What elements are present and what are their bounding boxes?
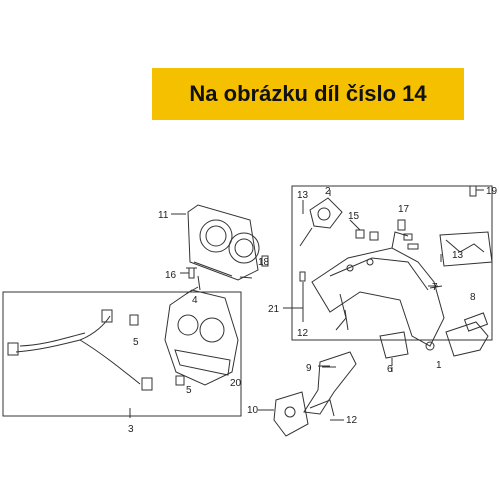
callout-5-upper: 5 — [133, 337, 139, 348]
callout-6: 6 — [387, 364, 393, 375]
callout-9: 9 — [306, 363, 312, 374]
callout-12-lower: 12 — [346, 415, 358, 426]
plate-6 — [379, 331, 409, 366]
callout-4: 4 — [192, 295, 198, 306]
callout-1: 1 — [436, 360, 442, 371]
callout-5-lower: 5 — [186, 385, 192, 396]
bracket-15 — [349, 219, 379, 241]
callout-11: 11 — [158, 210, 169, 221]
motor — [299, 190, 343, 247]
bracket-10 — [258, 391, 344, 437]
callout-16: 16 — [165, 270, 177, 281]
callout-10: 10 — [247, 405, 259, 416]
callout-13-top: 13 — [297, 190, 309, 201]
callout-3: 3 — [128, 424, 134, 435]
callout-12-upper: 12 — [297, 328, 309, 339]
callout-19: 19 — [486, 186, 498, 197]
callout-7: 7 — [432, 282, 438, 293]
part-number-banner: Na obrázku díl číslo 14 — [152, 68, 464, 120]
license-bracket — [439, 185, 493, 267]
callout-15: 15 — [348, 211, 360, 222]
callout-2: 2 — [325, 186, 331, 197]
screw-18 — [261, 255, 269, 267]
meter-cover — [171, 204, 260, 281]
bolt-17 — [397, 219, 419, 250]
left-group-box — [2, 291, 242, 417]
wire-harness — [7, 309, 185, 418]
callout-13-right: 13 — [452, 250, 464, 261]
meter-assembly — [164, 275, 239, 386]
screw-16 — [180, 267, 197, 279]
banner-text: Na obrázku díl číslo 14 — [189, 81, 427, 106]
callout-8: 8 — [470, 292, 476, 303]
tail-reflector — [425, 312, 489, 357]
callout-17: 17 — [398, 204, 410, 215]
callout-20: 20 — [230, 378, 242, 389]
screw-12 — [299, 271, 349, 331]
callout-18: 18 — [258, 257, 270, 268]
rear-fender — [311, 231, 445, 347]
bracket-9 — [303, 351, 357, 415]
right-group-box — [291, 185, 493, 341]
callout-21: 21 — [268, 304, 280, 315]
